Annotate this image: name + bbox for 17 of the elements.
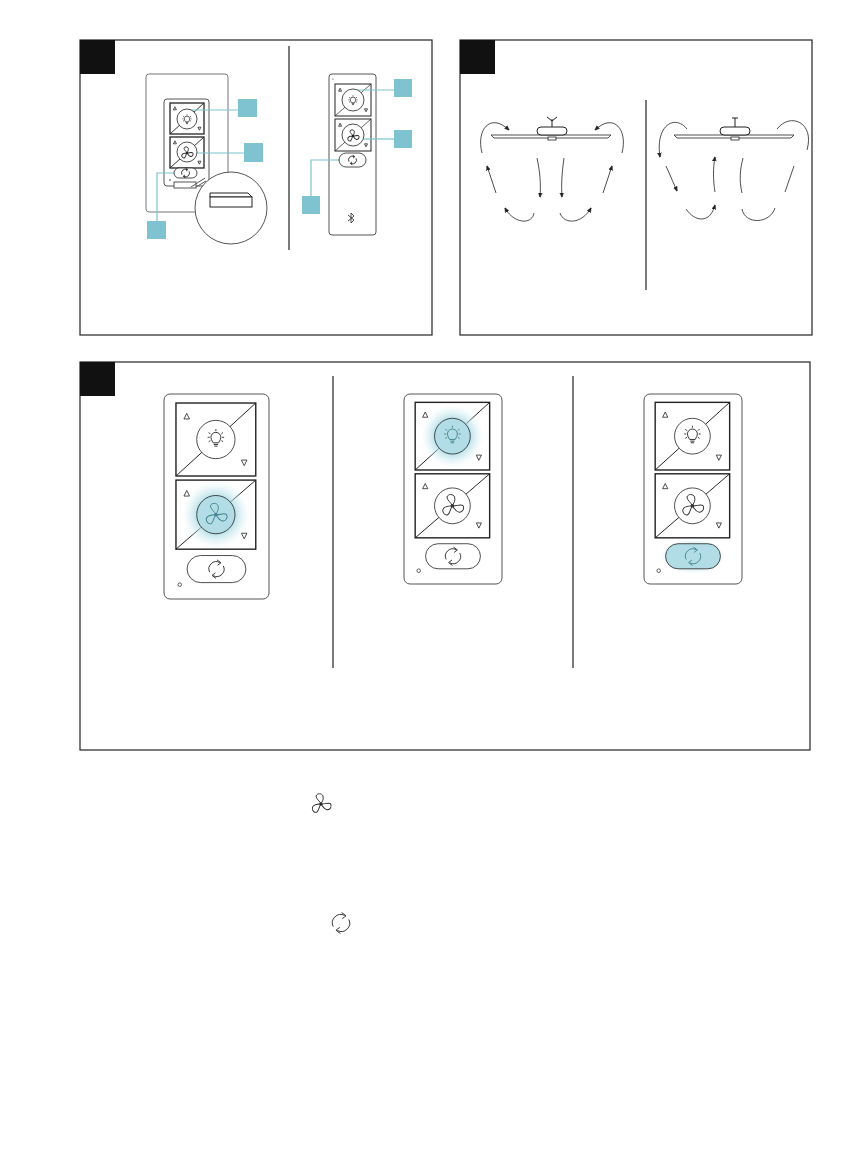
callout-box xyxy=(244,143,263,162)
leader-line xyxy=(196,152,245,154)
callout-box xyxy=(302,196,320,214)
reverse-button xyxy=(338,152,367,168)
reverse-button xyxy=(173,167,198,179)
fan-button xyxy=(341,123,365,147)
callout-box xyxy=(147,221,166,239)
callout-box xyxy=(394,79,412,97)
callout-box xyxy=(394,130,412,148)
light-button xyxy=(176,108,198,130)
light-button xyxy=(341,88,365,112)
leader-line xyxy=(156,172,175,222)
leader-line xyxy=(310,159,340,197)
leader-line xyxy=(190,109,239,111)
leader-line xyxy=(362,138,395,140)
callout-box xyxy=(238,99,257,117)
fan-button xyxy=(176,141,198,163)
